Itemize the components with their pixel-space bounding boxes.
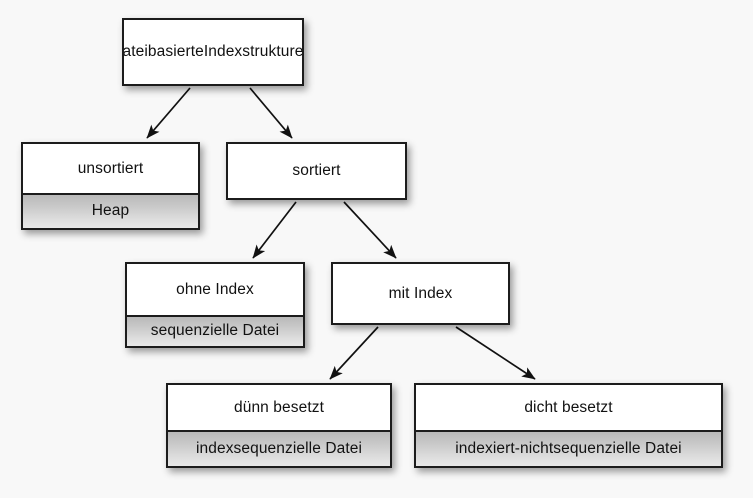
node-duenn-besetzt[interactable]: dünn besetzt indexsequenzielle Datei (166, 383, 392, 468)
edge-mit-index-to-dicht-besetzt (455, 326, 536, 380)
node-ohne-index-subtitle: sequenzielle Datei (127, 315, 303, 346)
node-mit-index-title: mit Index (333, 264, 508, 323)
node-root-title-line2: Indexstrukturen (203, 43, 304, 61)
node-unsortiert[interactable]: unsortiert Heap (21, 142, 200, 230)
node-ohne-index-title: ohne Index (127, 264, 303, 315)
node-root-title-line1: dateibasierte (122, 43, 204, 61)
node-root[interactable]: dateibasierte Indexstrukturen (122, 18, 304, 86)
node-dicht-besetzt-subtitle: indexiert-nichtsequenzielle Datei (416, 430, 721, 466)
edge-mit-index-to-duenn-besetzt (329, 326, 379, 380)
node-duenn-besetzt-subtitle: indexsequenzielle Datei (168, 430, 390, 466)
node-mit-index[interactable]: mit Index (331, 262, 510, 325)
node-sortiert-title: sortiert (228, 144, 405, 198)
edge-root-to-sortiert (249, 87, 293, 139)
edge-root-to-unsortiert (146, 87, 191, 139)
node-duenn-besetzt-title: dünn besetzt (168, 385, 390, 430)
node-unsortiert-title: unsortiert (23, 144, 198, 193)
edge-sortiert-to-ohne-index (252, 201, 297, 259)
node-dicht-besetzt-title: dicht besetzt (416, 385, 721, 430)
node-dicht-besetzt[interactable]: dicht besetzt indexiert-nichtsequenziell… (414, 383, 723, 468)
node-ohne-index[interactable]: ohne Index sequenzielle Datei (125, 262, 305, 348)
edge-sortiert-to-mit-index (343, 201, 397, 259)
node-sortiert[interactable]: sortiert (226, 142, 407, 200)
node-unsortiert-subtitle: Heap (23, 193, 198, 228)
node-root-title: dateibasierte Indexstrukturen (124, 20, 302, 84)
